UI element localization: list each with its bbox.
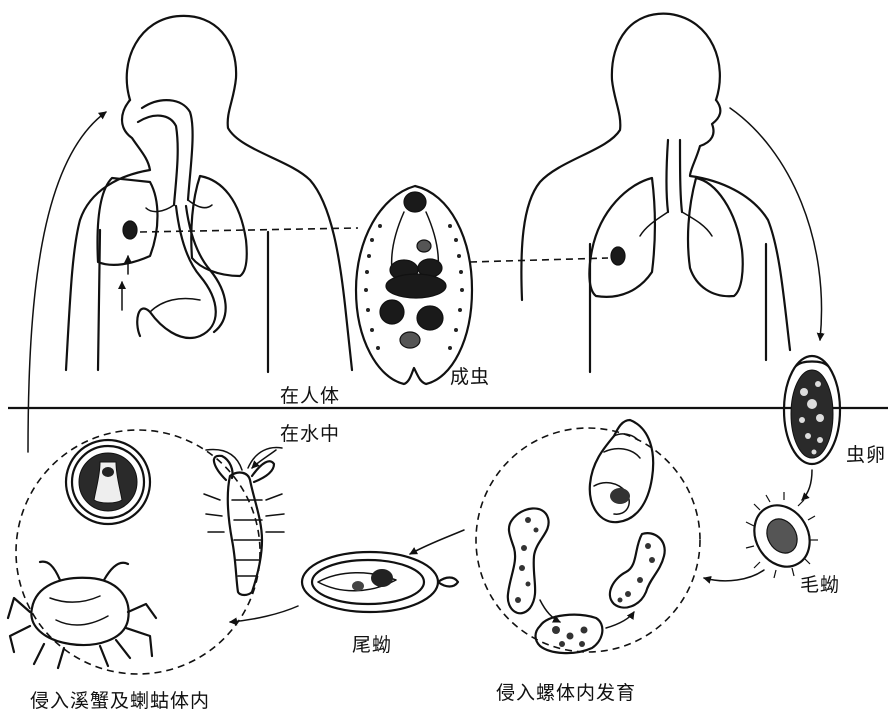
adult-worm-illustration [356,186,472,384]
label-egg: 虫卵 [846,440,886,467]
right-human-figure [521,14,790,372]
label-adult-worm: 成虫 [450,362,490,389]
crayfish-illustration [204,448,284,595]
leader-line-right [470,258,608,262]
leader-line-left [140,228,358,232]
cercaria-illustration [302,552,458,612]
sporocyst-illustration [508,508,549,613]
left-human-figure [66,16,352,372]
label-cercaria: 尾蚴 [352,630,392,657]
crab-host-circle [16,430,260,674]
arrow-egg-to-miracidium [802,470,812,500]
daughter-redia-illustration [536,615,603,653]
label-miracidium: 毛蚴 [800,570,840,597]
arrow-cercaria-to-crab [230,606,298,622]
arrow-crab-to-human [28,112,106,452]
arrow-water-label-to-crayfish [252,450,276,468]
arrow-snail-to-cercaria [410,530,464,554]
label-snail-stage: 侵入螺体内发育 [496,678,636,705]
crab-illustration [8,562,156,668]
label-crab-stage: 侵入溪蟹及蝲蛄体内 [30,686,210,713]
metacercaria-cyst-illustration [66,440,150,524]
label-in-human: 在人体 [280,381,340,408]
arrow-mouth-to-egg [730,108,822,340]
snail-illustration [590,420,653,522]
label-in-water: 在水中 [280,419,340,446]
redia-illustration [610,533,665,607]
snail-inner-arrow-2 [606,612,634,628]
snail-development-circle [476,428,700,652]
miracidium-illustration [743,492,820,578]
egg-illustration [784,356,840,464]
arrow-miracidium-to-snail [704,570,764,581]
